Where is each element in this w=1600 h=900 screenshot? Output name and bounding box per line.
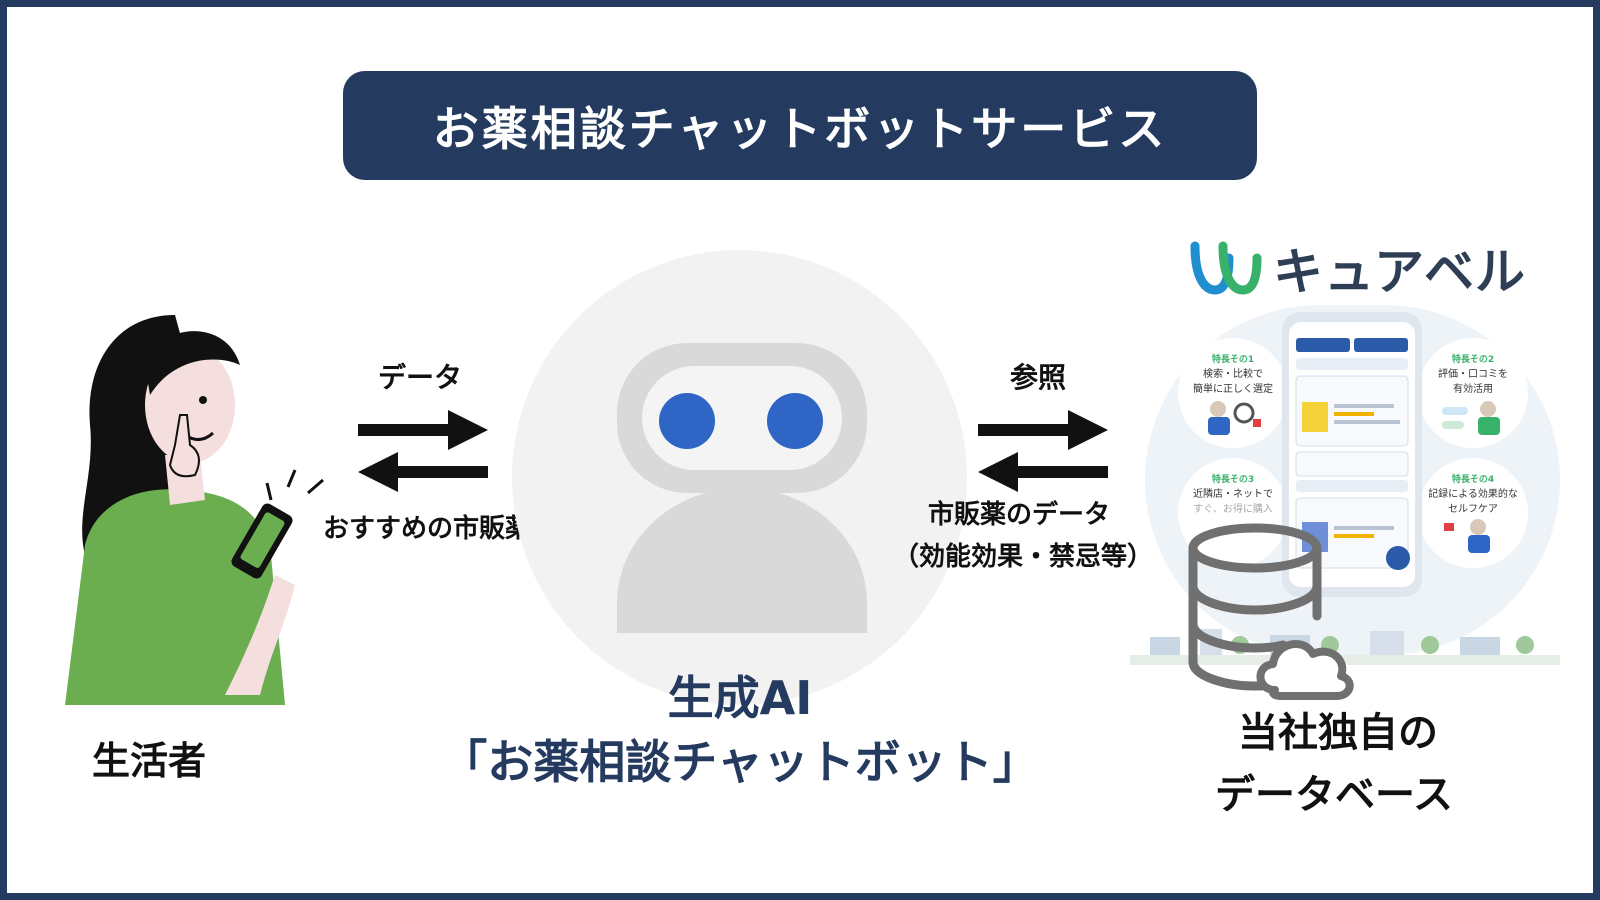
data-label: データ bbox=[378, 361, 463, 394]
database-label-line1: 当社独自の bbox=[1238, 710, 1438, 756]
brand-name: キュアベル bbox=[1273, 243, 1526, 301]
feature-card-2: 特長その2 評価・口コミを 有効活用 bbox=[1418, 338, 1528, 448]
reference-label: 参照 bbox=[1010, 361, 1067, 394]
person-illustration bbox=[65, 315, 324, 705]
feature-card-4: 特長その4 記録による効果的な セルフケア bbox=[1418, 458, 1528, 568]
ai-subtitle: 「お薬相談チャットボット」 bbox=[441, 735, 1039, 789]
person-shirt bbox=[65, 489, 285, 705]
cloud-icon bbox=[1256, 640, 1354, 700]
robot-icon bbox=[617, 343, 867, 633]
database-icon bbox=[1188, 523, 1354, 700]
arrow-right-icon bbox=[978, 410, 1108, 450]
curebell-logo-icon bbox=[1190, 241, 1262, 295]
robot-left-eye bbox=[659, 393, 715, 449]
recommended-medicine-label: おすすめの市販薬 bbox=[323, 514, 532, 544]
arrow-right-icon bbox=[358, 410, 488, 450]
arrow-left-icon bbox=[358, 452, 488, 492]
app-phone-mockup bbox=[1282, 312, 1422, 597]
user-label: 生活者 bbox=[92, 739, 207, 783]
database-label-line2: データベース bbox=[1215, 772, 1453, 818]
page-title: お薬相談チャットボットサービス bbox=[432, 101, 1168, 156]
medicine-data-detail: （効能効果・禁忌等） bbox=[893, 542, 1154, 572]
robot-right-eye bbox=[767, 393, 823, 449]
ai-title: 生成AI bbox=[667, 671, 813, 725]
arrow-left-icon bbox=[978, 452, 1108, 492]
feature-card-1: 特長その1 検索・比較で 簡単に正しく選定 bbox=[1178, 338, 1288, 448]
feature-card-3: 特長その3 近隣店・ネットで すぐ、お得に購入 bbox=[1178, 458, 1288, 568]
title-banner: お薬相談チャットボットサービス bbox=[343, 71, 1257, 180]
medicine-data-label: 市販薬のデータ bbox=[928, 500, 1111, 530]
